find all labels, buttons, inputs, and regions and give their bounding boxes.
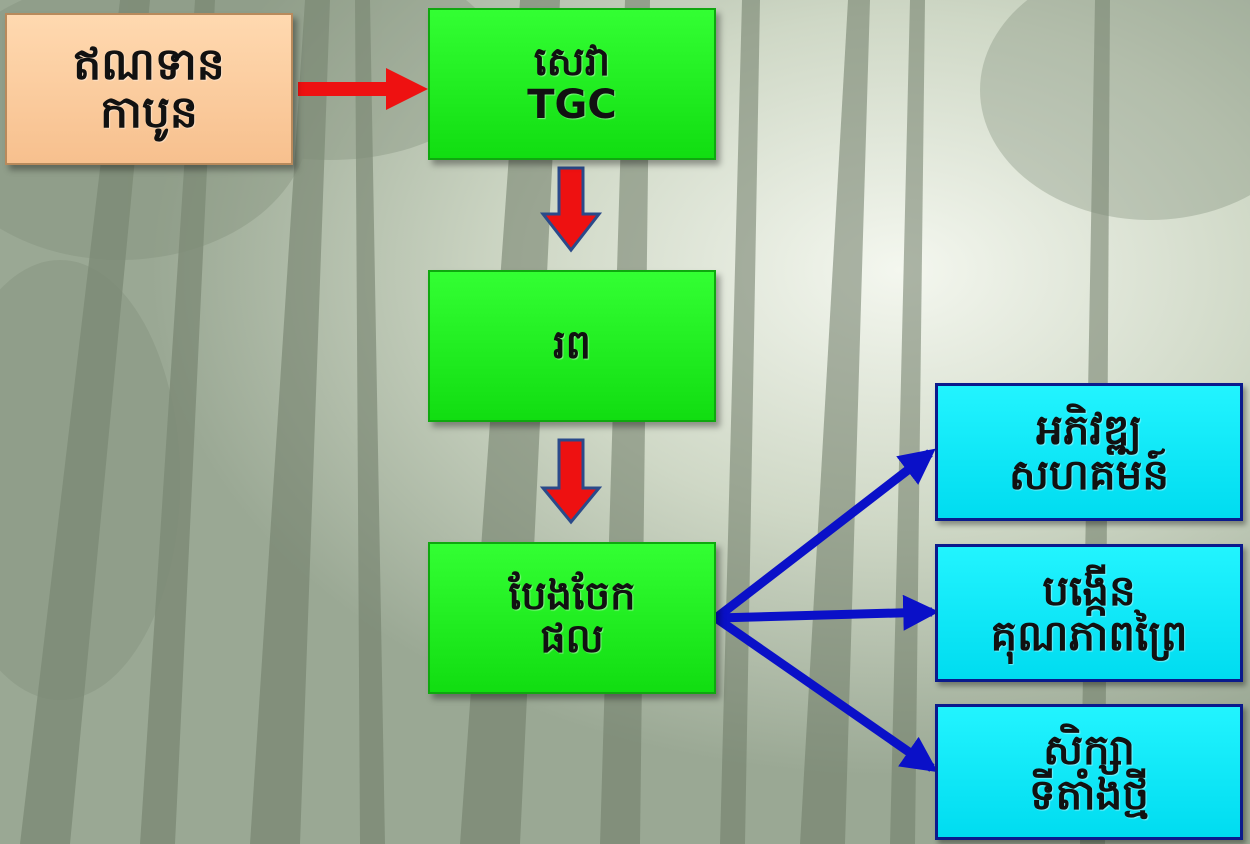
fund-label: រព [552, 322, 592, 369]
tgc-service-line1: សេវា [533, 38, 611, 85]
benefit-sharing-box: បែងចែក ផល [428, 542, 716, 694]
forest-quality-box: បង្កើន គុណភាពព្រៃ [935, 544, 1243, 682]
arrow-to-forest [715, 594, 940, 631]
forest-quality-line1: បង្កើន [1042, 565, 1136, 615]
arrow-to-research [713, 614, 938, 773]
carbon-credit-line2: កាបូន [100, 87, 198, 138]
benefit-sharing-line2: ផល [540, 616, 604, 662]
community-development-line2: សហគមន៍ [1009, 450, 1169, 499]
fund-box: រព [428, 270, 716, 422]
tgc-service-box: សេវា TGC [428, 8, 716, 160]
forest-quality-line2: គុណភាពព្រៃ [990, 611, 1188, 660]
new-site-study-line2: ទីតាំងថ្មី [1029, 770, 1149, 819]
community-development-line1: អភិវឌ្ឍ [1036, 404, 1142, 454]
carbon-credit-box: ឥណទាន កាបូន [5, 13, 293, 165]
arrow-to-community [713, 448, 936, 622]
tgc-service-line2: TGC [527, 82, 617, 128]
carbon-credit-line1: ឥណទាន [73, 39, 225, 91]
benefit-sharing-line1: បែងចែក [508, 572, 636, 619]
arrow-fund-to-distribute [539, 438, 603, 525]
arrow-service-to-fund [539, 166, 603, 253]
community-development-box: អភិវឌ្ឍ សហគមន៍ [935, 383, 1243, 521]
new-site-study-box: សិក្សា ទីតាំងថ្មី [935, 704, 1243, 840]
new-site-study-line1: សិក្សា [1043, 724, 1135, 774]
arrow-source-to-service [298, 68, 428, 110]
